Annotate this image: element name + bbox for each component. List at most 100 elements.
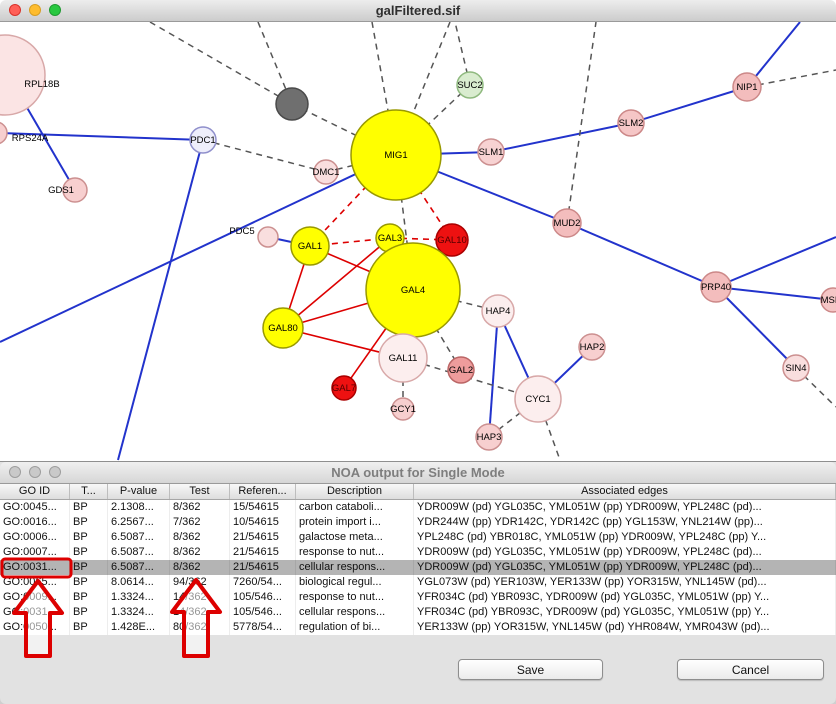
- minimize-button-icon[interactable]: [29, 4, 41, 16]
- graph-node-label: DMC1: [313, 167, 340, 178]
- graph-edge[interactable]: [488, 310, 499, 438]
- table-cell: BP: [70, 545, 108, 560]
- column-header-pvalue[interactable]: P-value: [108, 484, 170, 499]
- graph-edge[interactable]: [566, 21, 597, 224]
- zoom-button-icon[interactable]: [49, 4, 61, 16]
- graph-node-label: MIG1: [384, 150, 407, 161]
- close-button-icon[interactable]: [9, 4, 21, 16]
- graph-node-label: GAL7: [332, 383, 356, 394]
- save-button[interactable]: Save: [458, 659, 603, 680]
- column-header-associatededges[interactable]: Associated edges: [414, 484, 836, 499]
- graph-node-gal10[interactable]: [435, 223, 469, 257]
- noa-window-title: NOA output for Single Mode: [331, 465, 505, 480]
- graph-node-pdc5[interactable]: [257, 226, 279, 248]
- graph-node-label: HAP4: [486, 306, 511, 317]
- graph-node-gcy1[interactable]: [391, 397, 415, 421]
- column-header-goid[interactable]: GO ID: [0, 484, 70, 499]
- table-cell: YDR009W (pd) YGL035C, YML051W (pp) YDR00…: [414, 560, 836, 575]
- table-cell: YDR244W (pp) YDR142C, YDR142C (pp) YGL15…: [414, 515, 836, 530]
- zoom-button-icon[interactable]: [49, 466, 61, 478]
- graph-node-slm1[interactable]: [477, 138, 505, 166]
- table-cell: YER133W (pp) YOR315W, YNL145W (pd) YHR08…: [414, 620, 836, 635]
- column-header-referen[interactable]: Referen...: [230, 484, 296, 499]
- graph-node-gal11[interactable]: [378, 333, 428, 383]
- graph-node-pdc1[interactable]: [189, 126, 217, 154]
- graph-node-sin4[interactable]: [782, 354, 810, 382]
- graph-node-label: PDC1: [190, 135, 215, 146]
- table-cell: 8/362: [170, 560, 230, 575]
- cancel-button[interactable]: Cancel: [677, 659, 824, 680]
- graph-edge[interactable]: [715, 236, 836, 288]
- graph-edge[interactable]: [715, 286, 797, 369]
- column-header-t[interactable]: T...: [70, 484, 108, 499]
- graph-edge[interactable]: [630, 86, 748, 124]
- column-header-description[interactable]: Description: [296, 484, 414, 499]
- graph-node-gds1[interactable]: [62, 177, 88, 203]
- table-cell: YDR009W (pd) YGL035C, YML051W (pp) YDR00…: [414, 500, 836, 515]
- graph-edge[interactable]: [257, 21, 293, 105]
- table-cell: carbon cataboli...: [296, 500, 414, 515]
- table-cell: 1.3324...: [108, 605, 170, 620]
- graph-node-hap3[interactable]: [475, 423, 503, 451]
- graph-node-mud2[interactable]: [552, 208, 582, 238]
- graph-edge[interactable]: [795, 367, 836, 408]
- close-button-icon[interactable]: [9, 466, 21, 478]
- graph-edge[interactable]: [395, 21, 451, 156]
- network-canvas[interactable]: RPL18BRPS24AGDS1PDC1DMC1MIG1SUC2SLM1SLM2…: [0, 0, 836, 462]
- graph-edge[interactable]: [566, 222, 717, 288]
- graph-edge[interactable]: [490, 122, 632, 153]
- graph-edge[interactable]: [746, 69, 836, 88]
- graph-edge[interactable]: [715, 286, 834, 301]
- graph-edge[interactable]: [395, 154, 453, 241]
- graph-node-label: MUD2: [554, 218, 581, 229]
- graph-edge[interactable]: [395, 84, 471, 156]
- graph-edge[interactable]: [149, 21, 293, 105]
- table-cell: BP: [70, 560, 108, 575]
- graph-node-label: PDC5: [229, 226, 254, 237]
- graph-node-suc2[interactable]: [456, 71, 484, 99]
- graph-edge[interactable]: [202, 139, 327, 173]
- graph-edge[interactable]: [291, 103, 397, 156]
- graph-node-nip1[interactable]: [732, 72, 762, 102]
- graph-node-gal2[interactable]: [447, 356, 475, 384]
- graph-edge[interactable]: [0, 132, 204, 141]
- table-cell: 6.5087...: [108, 530, 170, 545]
- graph-edge[interactable]: [282, 237, 391, 329]
- table-cell: YFR034C (pd) YBR093C, YDR009W (pd) YGL03…: [414, 590, 836, 605]
- graph-node-label: GAL11: [389, 353, 418, 364]
- graph-node-dmc1[interactable]: [313, 159, 339, 185]
- graph-node-rps24a[interactable]: [0, 121, 8, 145]
- graph-node-rpl18b[interactable]: [0, 34, 46, 116]
- graph-node-msl1[interactable]: [820, 287, 836, 313]
- graph-node-hap4[interactable]: [481, 294, 515, 328]
- graph-edge[interactable]: [117, 139, 204, 461]
- graph-node-cyc1[interactable]: [514, 375, 562, 423]
- table-cell: 15/54615: [230, 500, 296, 515]
- graph-node-gal7[interactable]: [331, 375, 357, 401]
- graph-node-gal1[interactable]: [290, 226, 330, 266]
- graph-node-hap2[interactable]: [578, 333, 606, 361]
- graph-node-unlabeled-gray[interactable]: [275, 87, 309, 121]
- graph-edge[interactable]: [0, 154, 397, 343]
- graph-node-gal80[interactable]: [262, 307, 304, 349]
- minimize-button-icon[interactable]: [29, 466, 41, 478]
- traffic-lights-inactive: [9, 466, 61, 478]
- graph-node-label: SIN4: [785, 363, 806, 374]
- graph-node-slm2[interactable]: [617, 109, 645, 137]
- graph-node-prp40[interactable]: [700, 271, 732, 303]
- graph-node-label: SLM2: [619, 118, 644, 129]
- table-cell: response to nut...: [296, 545, 414, 560]
- graph-node-mig1[interactable]: [350, 109, 442, 201]
- graph-node-label: HAP2: [580, 342, 605, 353]
- table-cell: GO:0031...: [0, 560, 70, 575]
- column-header-test[interactable]: Test: [170, 484, 230, 499]
